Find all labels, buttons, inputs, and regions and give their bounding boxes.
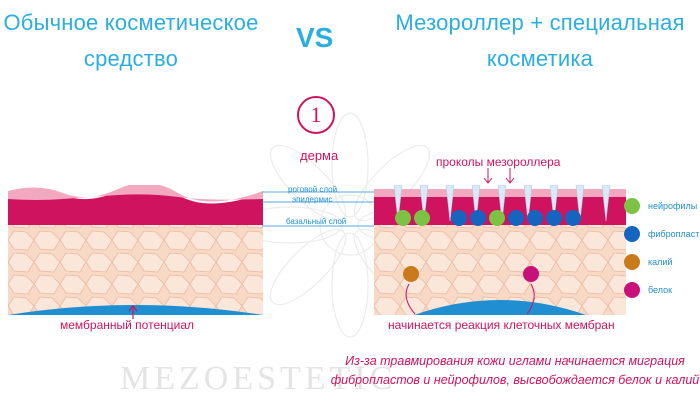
horny-layer-label: роговой слой xyxy=(288,185,338,194)
neutrophil-cell xyxy=(414,210,430,226)
legend-fibroblast-icon xyxy=(624,226,640,242)
step-number: 1 xyxy=(310,102,322,127)
legend-label: нейрофилы xyxy=(648,201,698,211)
fibroblast-cell xyxy=(527,210,543,226)
legend-item-neutrophils: нейрофилы xyxy=(624,198,700,214)
watermark: MEZOESTETIC xyxy=(120,360,397,397)
fibroblast-cell xyxy=(508,210,524,226)
cell-arrows xyxy=(405,283,535,315)
legend-label: калий xyxy=(648,257,673,267)
caption-line2: фибропластов и нейрофилов, высвобождаетс… xyxy=(330,373,700,387)
fibroblast-cell xyxy=(565,210,581,226)
legend-neutrophil-icon xyxy=(624,198,640,214)
left-title-line1: Обычное косметическое xyxy=(3,10,259,35)
left-title: Обычное косметическое средство xyxy=(0,10,262,72)
legend-label: белок xyxy=(648,285,673,295)
right-title: Мезороллер + специальная косметика xyxy=(380,10,700,72)
membrane-potential-arrow-icon xyxy=(128,305,138,319)
left-skin-diagram xyxy=(8,185,263,315)
fibroblast-cell xyxy=(546,210,562,226)
potassium-cell xyxy=(403,266,419,282)
legend-item-fibroblasts: фибропласты xyxy=(624,226,700,242)
protein-cell xyxy=(523,266,539,282)
legend: нейрофилы фибропласты калий белок xyxy=(624,198,700,298)
basal-layer-label: базальный слой xyxy=(286,217,347,226)
step-number-badge: 1 xyxy=(297,96,335,134)
right-title-line2: косметика xyxy=(486,46,594,71)
legend-label: фибропласты xyxy=(648,229,700,239)
derma-label: дерма xyxy=(300,148,339,163)
fibroblast-cell xyxy=(470,210,486,226)
legend-item-potassium: калий xyxy=(624,254,700,270)
vs-label: VS xyxy=(296,22,334,53)
left-title-line2: средство xyxy=(83,46,179,71)
legend-item-protein: белок xyxy=(624,282,700,298)
membrane-reaction-label: начинается реакция клеточных мембран xyxy=(388,318,615,332)
punctures-arrow-icon xyxy=(483,168,515,184)
neutrophil-cell xyxy=(395,210,411,226)
membrane-potential-label: мембранный потенциал xyxy=(60,318,194,332)
fibroblast-cell xyxy=(451,210,467,226)
epidermis-cells xyxy=(395,210,581,226)
right-title-line1: Мезороллер + специальная xyxy=(395,10,685,35)
legend-potassium-icon xyxy=(624,254,640,270)
layer-connectors xyxy=(262,191,374,227)
epidermis-label: эпидермис xyxy=(292,195,333,204)
caption: Из-за травмирования кожи иглами начинает… xyxy=(330,352,700,390)
neutrophil-cell xyxy=(489,210,505,226)
caption-line1: Из-за травмирования кожи иглами начинает… xyxy=(345,354,685,368)
punctures-label: проколы мезороллера xyxy=(436,155,561,169)
legend-protein-icon xyxy=(624,282,640,298)
